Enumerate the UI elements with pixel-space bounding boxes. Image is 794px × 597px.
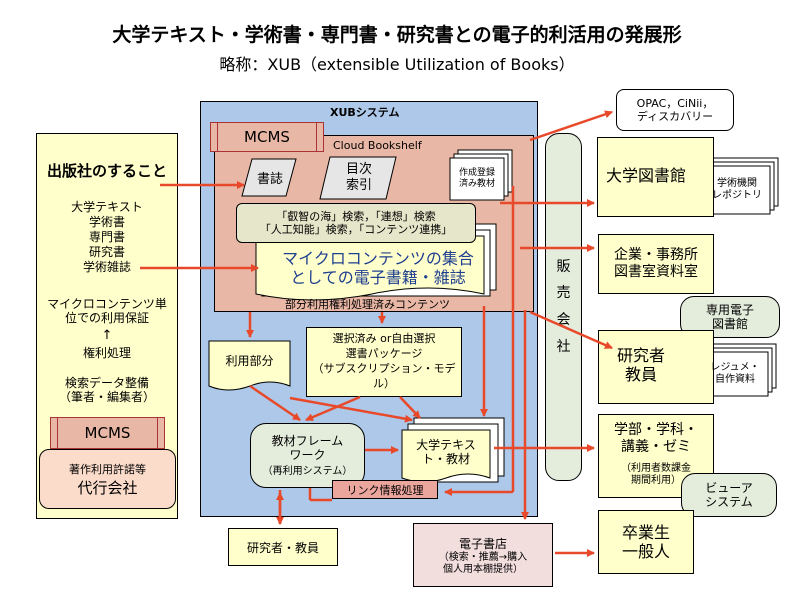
publisher-mcms: MCMS — [50, 417, 165, 449]
sakusei-kyozai-label: 作成登録 済み教材 — [458, 168, 495, 189]
publisher-micro-guarantee: マイクロコンテンツ単 位での利用保証 — [47, 297, 167, 326]
arrow-to-researcher — [529, 310, 613, 350]
arrow-package-to-kyozai — [305, 395, 361, 422]
arrow-package-to-textbook — [399, 396, 421, 419]
publisher-book-types: 大学テキスト 学術書 専門書 研究書 学術雑誌 — [71, 200, 143, 274]
publisher-search-data: 検索データ整備 （筆者・編集者） — [58, 376, 155, 405]
hanbai-kaisha-box: 販 売 会 社 — [545, 133, 582, 481]
kyozai-framework-box: 教材フレーム ワーク （再利用システム） — [250, 423, 365, 488]
university-library-box — [597, 137, 714, 217]
ebook-store-box: 電子書店 （検索・推薦→購入 個人用本棚提供） — [413, 523, 553, 587]
department-label: 学部・学科・ 講義・ゼミ — [614, 422, 698, 455]
agency-small-label: 著作利用許諾等 — [69, 462, 146, 476]
package-box: 選択済み or自由選択 選書パッケージ （サブスクリプション・モデル） — [306, 327, 462, 397]
shoshi-book-shape — [241, 158, 297, 197]
agency-box: 著作利用許諾等 代行会社 — [39, 449, 176, 509]
kyozai-framework-sub: （再利用システム） — [262, 466, 353, 478]
textbook-label: 大学テキス ト・教材 — [416, 437, 476, 466]
repository-label: 学術機関 レポジトリ — [712, 178, 762, 201]
micro-contents-label: マイクロコンテンツの集合 としての電子書籍・雑誌 — [282, 248, 474, 287]
arrow-system-to-opac — [529, 110, 613, 142]
department-sub-label: （利用者数課金 期間利用） — [621, 463, 691, 486]
researcher-label: 研究者 教員 — [616, 345, 665, 384]
bottom-researcher-box: 研究者・教員 — [228, 528, 338, 566]
resume-label: レジュメ・ 自作資料 — [710, 362, 760, 385]
researcher-box — [598, 330, 714, 404]
up-arrow-icon: ↑ — [101, 328, 113, 343]
ebook-store-desc: （検索・推薦→購入 個人用本棚提供） — [438, 551, 528, 575]
mokuji-book-shape — [319, 156, 397, 200]
riyou-bubun-label: 利用部分 — [225, 353, 274, 368]
page-title: 大学テキスト・学術書・専門書・研究書との電子的利活用の発展形 — [112, 24, 682, 46]
arrow-riyou-to-kyozai — [249, 384, 301, 422]
ebook-store-title: 電子書店 — [458, 536, 507, 551]
agency-label: 代行会社 — [77, 478, 138, 497]
page-subtitle: 略称：XUB（extensible Utilization of Books） — [219, 55, 575, 74]
search-methods-box — [236, 203, 476, 243]
viewer-system-box: ビューア システム — [681, 473, 777, 517]
arrow-riyou-to-textbook — [289, 396, 413, 423]
search-methods-label: 「叡智の海」検索，「連想」検索 「人工知能」検索，「コンテンツ連携」 — [259, 209, 453, 236]
xub-system-title: XUBシステム — [330, 106, 400, 119]
university-library-label: 大学図書館 — [606, 166, 687, 185]
opac-box: OPAC，CiNii， ディスカバリー — [616, 89, 734, 131]
link-processing-box: リンク情報処理 — [332, 480, 438, 499]
shoshi-label: 書誌 — [256, 171, 283, 187]
kyozai-framework-label: 教材フレーム ワーク — [271, 433, 344, 462]
publisher-rights: 権利処理 — [82, 346, 131, 360]
publisher-heading: 出版社のすること — [46, 162, 167, 180]
company-library-box: 企業・事務所 図書室資料室 — [598, 234, 714, 294]
special-library-box: 専用電子 図書館 — [680, 296, 780, 338]
cloud-bookshelf-label: Cloud Bookshelf — [333, 139, 422, 152]
graduate-box: 卒業生 一般人 — [598, 510, 694, 574]
mokuji-label: 目次 索引 — [345, 162, 372, 193]
partial-rights-label: 部分利用権利処理済みコンテンツ — [285, 298, 450, 311]
system-mcms: MCMS — [210, 122, 324, 152]
